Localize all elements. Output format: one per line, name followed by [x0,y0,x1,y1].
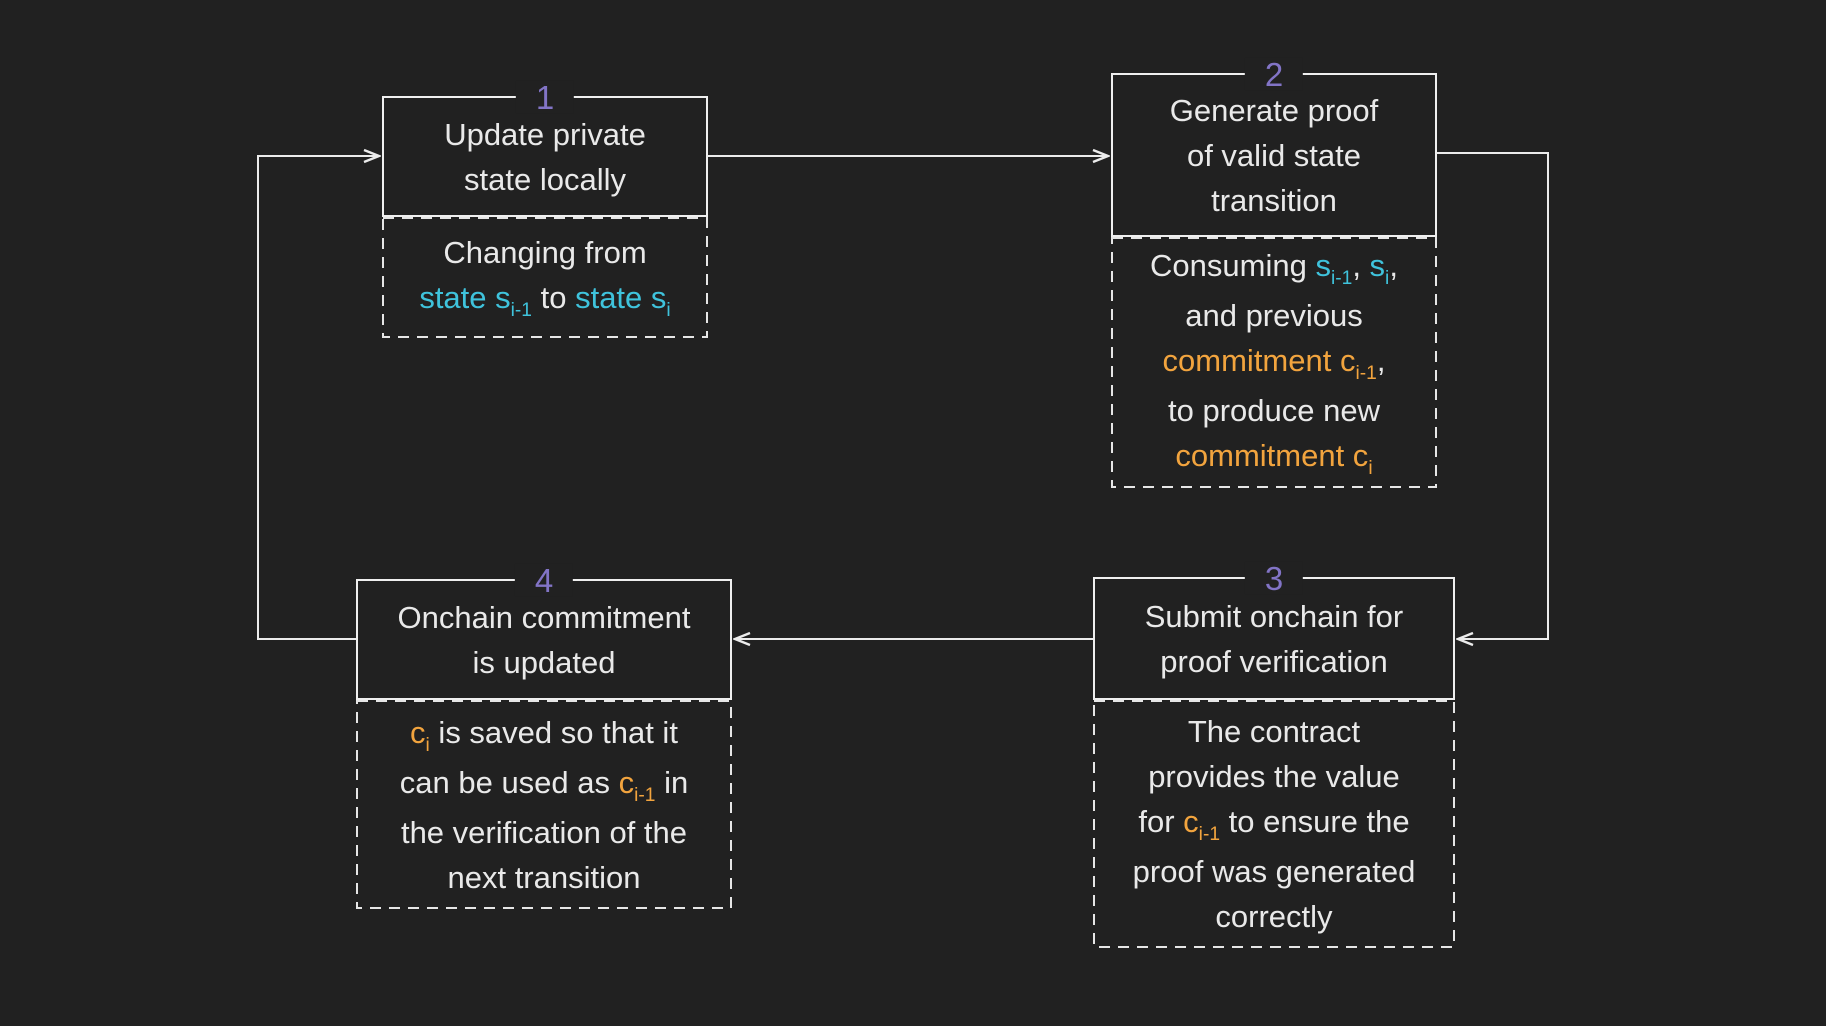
step-3-note-text: The contract provides the value for ci-1 t… [1133,709,1416,939]
step-1-note-border [382,217,708,338]
text-line: commitment ci [1175,437,1373,479]
step-1-note: Changing from state si-1 to state si [382,217,708,338]
text-line: Generate proof [1169,92,1379,128]
text-line: next transition [447,859,641,895]
text-line: Changing from [443,235,647,270]
step-1-note-text: Changing from state si-1 to state si [419,230,670,325]
step-4-note-border [356,700,732,909]
step-3-note-border [1093,700,1455,948]
text-line: can be used as ci-1 in [399,764,689,806]
text-line: proof was generated [1132,854,1416,889]
text-line: commitment ci-1, [1162,342,1386,384]
step-2-box: 2 Generate proof of valid state transition [1111,57,1437,237]
text-line: the verification of the [400,814,688,850]
step-4-title: Onchain commitment is updated [398,595,691,685]
step-1-title: Update private state locally [444,112,646,202]
step-2-note-text: Consuming si-1, si, and previous commitmen… [1150,243,1398,483]
step-4-box: 4 Onchain commitment is updated [356,563,732,700]
text-line: provides the value [1148,759,1400,794]
step-2-note: Consuming si-1, si, and previous commitmen… [1111,237,1437,488]
text-line: of valid state [1186,137,1362,173]
arrow-4-to-1 [257,156,379,640]
step-3-box: 3 Submit onchain for proof verification [1093,561,1455,700]
text-line: is updated [472,644,616,680]
text-line: transition [1211,182,1337,218]
step-3-note: The contract provides the value for ci-1 t… [1093,700,1455,948]
step-3-number: 3 [1244,561,1304,595]
text-line: The contract [1187,714,1361,749]
text-line: for ci-1 to ensure the [1138,804,1410,846]
step-3-title: Submit onchain for proof verification [1145,594,1403,684]
step-2-title: Generate proof of valid state transition [1170,88,1379,223]
step-2-note-border [1111,237,1437,488]
text-line: state locally [464,161,626,197]
step-4-note: ci is saved so that it can be used as ci-… [356,700,732,909]
step-4-note-text: ci is saved so that it can be used as ci-… [400,710,688,900]
text-line: correctly [1215,899,1333,934]
step-2-number: 2 [1244,57,1304,91]
text-line: Consuming si-1, si, [1150,247,1398,289]
text-line: to produce new [1168,392,1380,428]
text-line: proof verification [1160,643,1388,679]
step-1-number: 1 [515,80,575,114]
step-1-box: 1 Update private state locally [382,80,708,217]
text-line: Submit onchain for [1144,598,1404,634]
step-4-number: 4 [514,563,574,597]
text-line: Update private [444,116,646,152]
text-line: state si-1 to state si [419,280,671,322]
text-line: ci is saved so that it [410,714,678,756]
text-line: and previous [1185,297,1363,333]
text-line: Onchain commitment [397,599,691,635]
arrow-2-to-3 [1437,152,1549,639]
